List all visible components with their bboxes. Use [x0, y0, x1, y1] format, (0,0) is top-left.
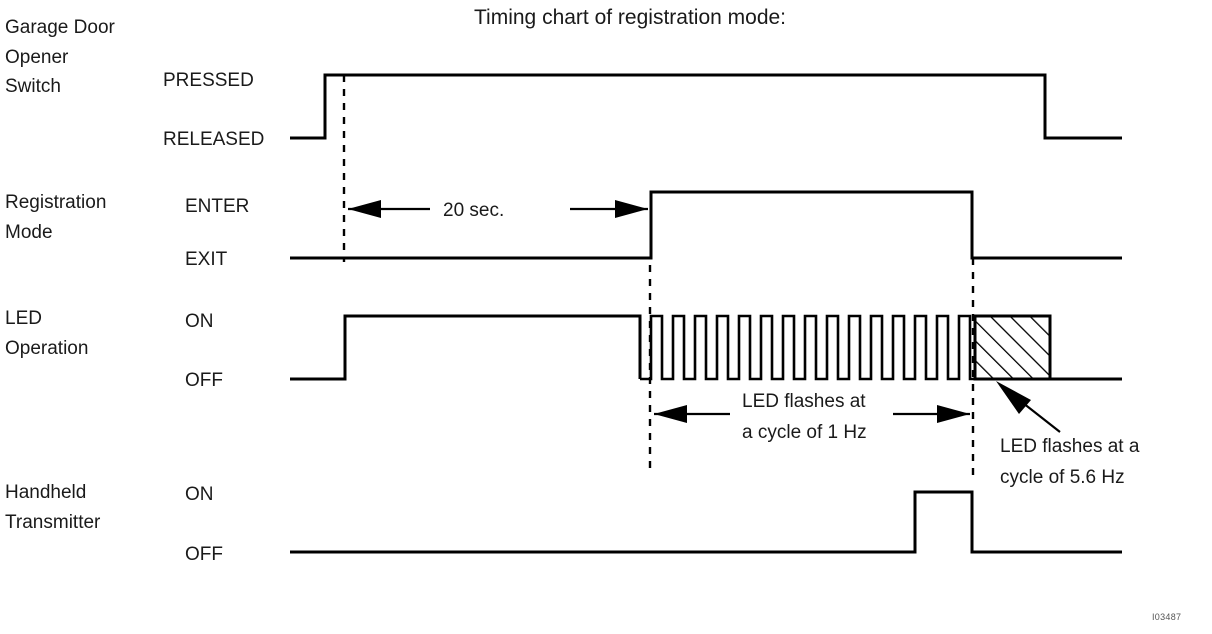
- figure-id: I03487: [1152, 612, 1181, 622]
- row-label-garage-door-opener-switch-line1: Garage Door: [5, 17, 116, 38]
- annotation-led-1hz-line1: LED flashes at: [742, 391, 866, 412]
- page-title: Timing chart of registration mode:: [474, 6, 786, 29]
- annotation-led-1hz: LED flashes at a cycle of 1 Hz: [654, 391, 970, 443]
- state-label-led-on: ON: [185, 311, 214, 332]
- annotation-20-sec: 20 sec.: [348, 200, 648, 221]
- row-label-led-operation-line2: Operation: [5, 338, 88, 359]
- row-label-handheld-transmitter-line1: Handheld: [5, 482, 86, 503]
- waveform-registration-mode: [290, 190, 1122, 260]
- state-label-led-off: OFF: [185, 370, 223, 391]
- row-label-registration-mode-line2: Mode: [5, 222, 53, 243]
- waveform-led-operation-steady: [290, 314, 642, 381]
- state-label-transmitter-on: ON: [185, 484, 214, 505]
- waveform-handheld-transmitter: [290, 490, 1122, 554]
- state-label-enter: ENTER: [185, 196, 249, 217]
- row-label-garage-door-opener-switch-line2: Opener: [5, 47, 69, 68]
- annotation-20-sec-label: 20 sec.: [443, 200, 504, 221]
- annotation-led-5-6hz-line1: LED flashes at a: [1000, 436, 1140, 457]
- state-label-transmitter-off: OFF: [185, 544, 223, 565]
- row-label-garage-door-opener-switch-line3: Switch: [5, 76, 61, 97]
- row-label-handheld-transmitter-line2: Transmitter: [5, 512, 101, 533]
- row-label-led-operation-line1: LED: [5, 308, 42, 329]
- waveform-garage-door-opener-switch: [290, 73, 1122, 140]
- waveform-led-operation-flashing-1hz: [640, 314, 975, 381]
- annotation-led-5-6hz: LED flashes at a cycle of 5.6 Hz: [996, 381, 1140, 488]
- annotation-led-5-6hz-line2: cycle of 5.6 Hz: [1000, 467, 1125, 488]
- state-label-pressed: PRESSED: [163, 70, 254, 91]
- annotation-led-1hz-line2: a cycle of 1 Hz: [742, 422, 867, 443]
- led-5-6hz-hatched-block: [973, 314, 1052, 381]
- row-label-registration-mode-line1: Registration: [5, 192, 106, 213]
- state-label-released: RELEASED: [163, 129, 264, 150]
- state-label-exit: EXIT: [185, 249, 228, 270]
